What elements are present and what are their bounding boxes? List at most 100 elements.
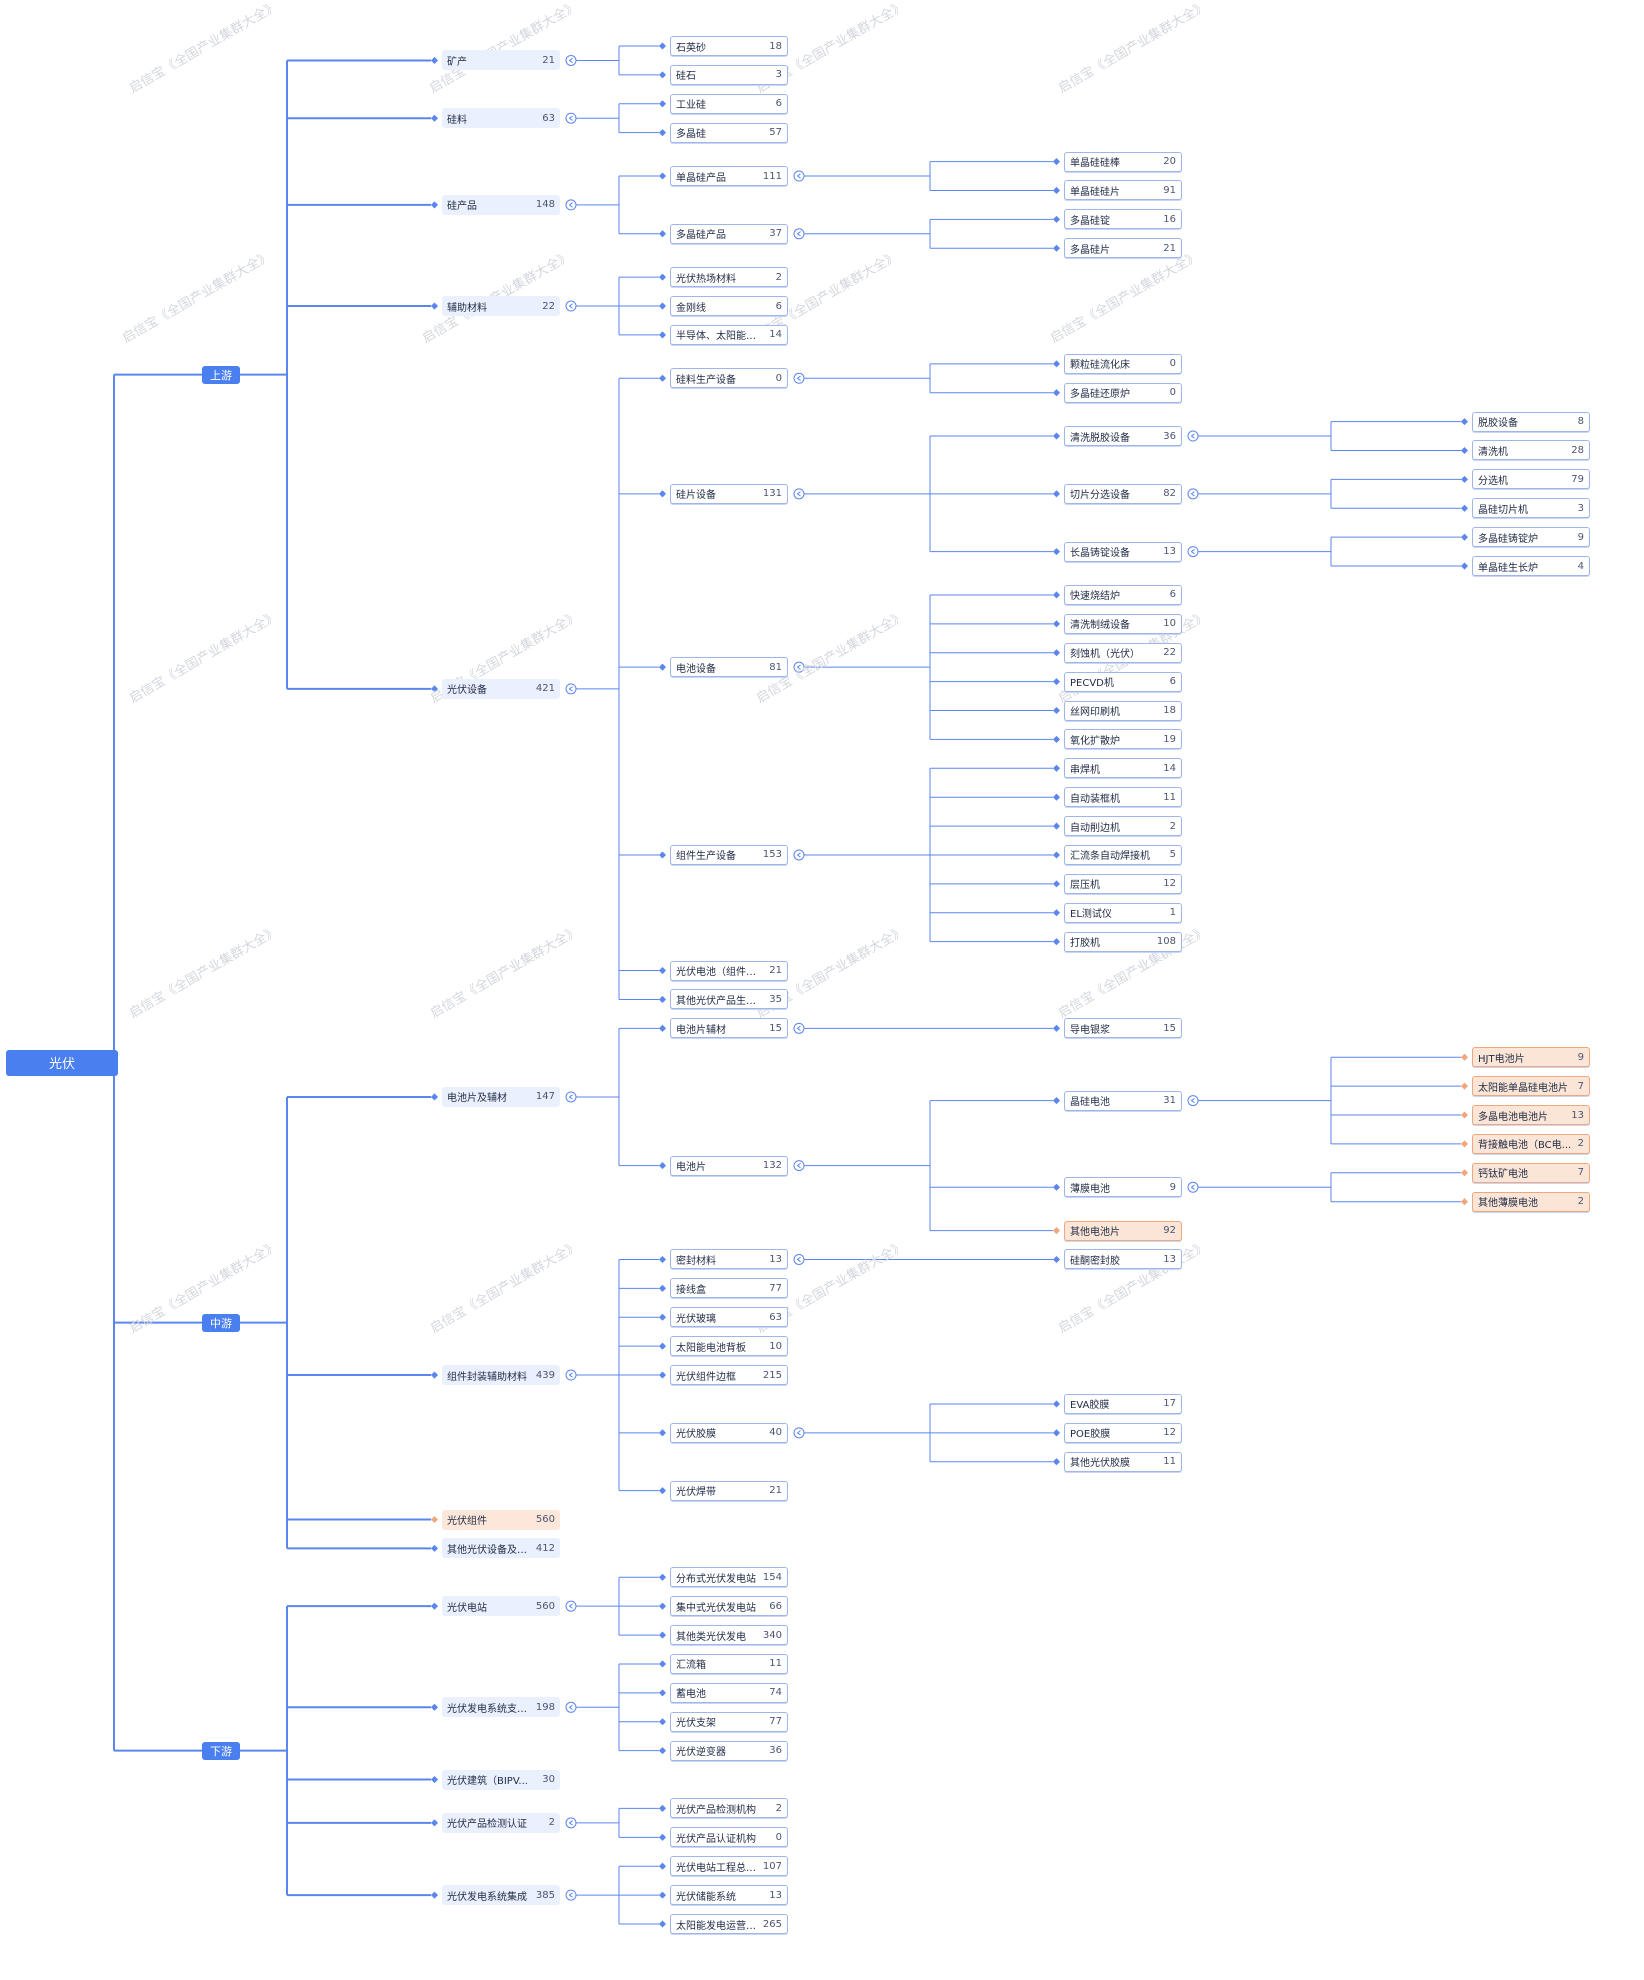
collapse-toggle-icon[interactable] bbox=[793, 1022, 805, 1034]
collapse-toggle-icon[interactable] bbox=[1187, 1095, 1199, 1107]
collapse-toggle-icon[interactable] bbox=[565, 1817, 577, 1829]
tree-node[interactable]: 光伏电池（组件）自...21 bbox=[670, 960, 788, 981]
collapse-toggle-icon[interactable] bbox=[565, 300, 577, 312]
collapse-toggle-icon[interactable] bbox=[1187, 546, 1199, 558]
collapse-toggle-icon[interactable] bbox=[793, 488, 805, 500]
collapse-toggle-icon[interactable] bbox=[793, 1160, 805, 1172]
collapse-toggle-icon[interactable] bbox=[565, 1091, 577, 1103]
root-node[interactable]: 光伏 bbox=[6, 1049, 118, 1076]
collapse-toggle-icon[interactable] bbox=[565, 1889, 577, 1901]
collapse-toggle-icon[interactable] bbox=[1187, 430, 1199, 442]
collapse-toggle-icon[interactable] bbox=[565, 1369, 577, 1381]
tree-node[interactable]: 其他光伏设备及元...412 bbox=[442, 1538, 560, 1559]
tree-node[interactable]: 背接触电池（BC电...2 bbox=[1472, 1133, 1590, 1154]
collapse-toggle-icon[interactable] bbox=[793, 1253, 805, 1265]
collapse-toggle-icon[interactable] bbox=[1187, 1181, 1199, 1193]
tree-node[interactable]: 光伏发电系统支撑...198 bbox=[442, 1697, 560, 1718]
stage-node[interactable]: 上游 bbox=[202, 365, 240, 384]
collapse-toggle-icon[interactable] bbox=[565, 1600, 577, 1612]
stage-node[interactable]: 下游 bbox=[202, 1741, 240, 1760]
tree-node[interactable]: 刻蚀机（光伏）22 bbox=[1064, 642, 1182, 663]
collapse-toggle-icon[interactable] bbox=[793, 849, 805, 861]
collapse-toggle-icon[interactable] bbox=[565, 1701, 577, 1713]
stage-node[interactable]: 中游 bbox=[202, 1313, 240, 1332]
tree-node[interactable]: 光伏电站工程总承...107 bbox=[670, 1856, 788, 1877]
tree-node[interactable]: 太阳能发电运营维...265 bbox=[670, 1914, 788, 1934]
tree-node[interactable]: 其他光伏产品生产设...35 bbox=[670, 989, 788, 1010]
collapse-toggle-icon[interactable] bbox=[793, 661, 805, 673]
collapse-toggle-icon[interactable] bbox=[793, 372, 805, 384]
collapse-toggle-icon[interactable] bbox=[793, 228, 805, 240]
